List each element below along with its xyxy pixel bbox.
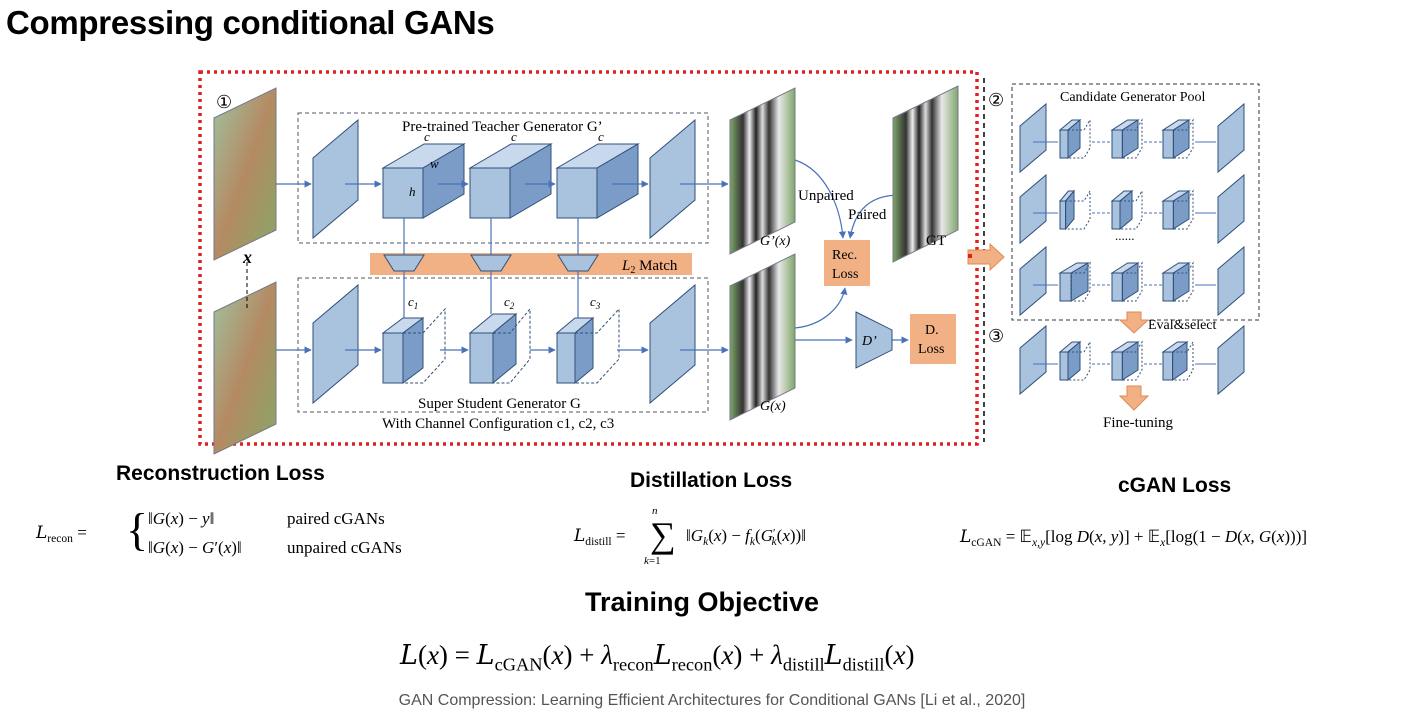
l2-match-label: L2 Match [621,258,678,276]
reconstruction-loss-title: Reconstruction Loss [116,462,325,485]
training-objective-equation: L(x) = LcGAN(x) + λreconLrecon(x) + λdis… [400,640,915,675]
l2-match-bar [370,253,692,275]
rec-loss-line2: Loss [832,267,858,282]
rec-loss-line1: Rec. [832,248,857,263]
selected-network-graph [1019,324,1245,396]
cube-h-label: h [409,184,416,199]
input-x-label: x [242,247,252,267]
paired-label: Paired [848,207,887,223]
eval-select-arrow [1118,311,1150,334]
teacher-c-label-3: c [598,129,604,144]
eval-select-label: Eval&select [1148,318,1217,333]
teacher-generator-box [297,112,709,244]
fine-tuning-label: Fine-tuning [1103,415,1173,431]
candidate-pool-title: Candidate Generator Pool [1060,90,1206,105]
teacher-layers [312,118,696,240]
architecture-diagram: ① x Pre-trained Teacher Generator G’ Sup… [198,70,1260,455]
recon-unpaired-note: unpaired cGANs [287,538,402,557]
l2-match-funnels [383,254,599,272]
selected-network [1019,324,1245,396]
recon-paired-note: paired cGANs [287,509,385,528]
page-title: Compressing conditional GANs [6,4,495,41]
step-3-marker: ③ [988,326,1004,346]
candidate-network-1 [1019,102,1245,174]
fine-tune-arrow [1118,385,1150,411]
candidate-network-2 [1019,173,1245,245]
student-output-image [729,253,796,421]
student-channel-outlines [403,307,620,384]
student-label: Super Student Generator G [418,396,581,412]
rec-loss-box [824,240,870,286]
transition-arrow [967,242,1005,272]
teacher-output-label: G’(x) [760,234,791,249]
d-loss-box [910,314,956,364]
step-2-marker: ② [988,90,1004,110]
discriminator-shape [855,311,893,369]
cgan-loss-title: cGAN Loss [1118,474,1232,497]
pool-ellipsis: ...... [1115,228,1135,243]
teacher-c-label-1: c [424,129,430,144]
d-loss-line1: D. [925,323,939,338]
student-c2-label: c2 [504,294,515,311]
candidate-pool-box [1011,83,1260,321]
cube-w-label: w [430,156,439,171]
ground-truth-label: GT [926,233,946,249]
candidate-network-3 [1019,245,1245,317]
input-image-bottom [213,281,277,455]
teacher-c-label-2: c [511,129,517,144]
cgan-equation: LcGAN = 𝔼x,y[log D(x, y)] + 𝔼x[log(1 − D… [960,527,1308,550]
student-layers [312,283,696,405]
candidate-pool-networks [1019,102,1245,317]
teacher-output-image [729,87,796,255]
d-loss-line2: Loss [918,342,944,357]
student-generator-box [297,277,709,413]
unpaired-label: Unpaired [798,188,854,204]
citation-footer: GAN Compression: Learning Efficient Arch… [398,692,1026,709]
input-image-top [213,87,277,261]
student-output-label: G(x) [760,399,786,414]
channel-config-label: With Channel Configuration c1, c2, c3 [382,416,614,432]
training-objective-title: Training Objective [585,587,820,617]
student-c3-label: c3 [590,294,601,311]
student-c1-label: c1 [408,294,418,311]
distillation-loss-title: Distillation Loss [630,469,793,492]
distillation-equation: Ldistill = n ∑ k=1 ‖Gk(x) − fk(G′k(x))‖ [574,505,806,567]
discriminator-label: D’ [861,334,877,349]
teacher-label: Pre-trained Teacher Generator G’ [402,119,603,135]
ground-truth-image [892,85,959,263]
step-1-marker: ① [216,92,232,112]
